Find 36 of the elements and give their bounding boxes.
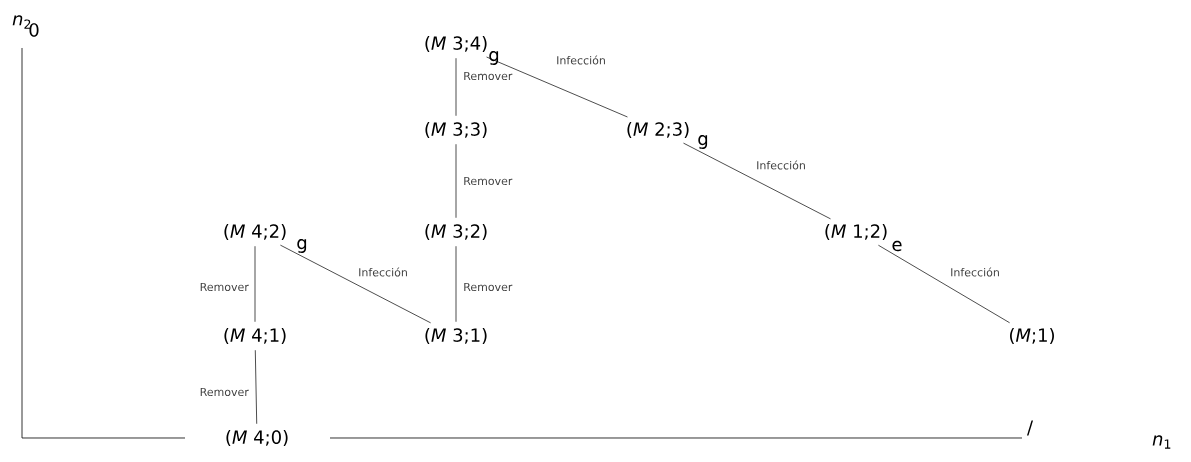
connector-line (254, 349, 258, 425)
state-label: (M 3;1) (425, 327, 487, 344)
edge-label: Infección (357, 266, 409, 278)
glyph-mark: g (489, 51, 499, 65)
state-label: (M 4;2) (224, 224, 286, 240)
state-label: (M;1) (1010, 327, 1054, 344)
state-label: (M 4;1) (224, 327, 286, 344)
connector-line (280, 244, 431, 324)
connector-line (683, 142, 831, 220)
edge-label: Remover (462, 70, 514, 82)
glyph-mark: g (297, 239, 307, 253)
state-label: (M 3;4) (425, 36, 487, 52)
axis-label: n$_{2}$ (12, 15, 31, 29)
state-label: (M 3;3) (425, 122, 487, 138)
connector-line (455, 143, 457, 219)
axis-label: n$_{1}$ (1152, 435, 1171, 449)
edge-label: Infección (555, 54, 607, 66)
glyph-mark: g (698, 135, 708, 149)
connector-line (486, 56, 628, 118)
axis-label: 0 (29, 23, 39, 37)
edge-label: Remover (462, 175, 514, 187)
state-label: (M 2;3) (627, 122, 689, 138)
edge-label: Remover (198, 386, 250, 398)
edge-label: Remover (462, 281, 514, 293)
state-label: (M 3;2) (425, 224, 487, 240)
edge-label: Remover (198, 281, 250, 293)
connector-line (455, 245, 457, 323)
axis-tick: / (1026, 420, 1034, 436)
glyph-mark: e (892, 240, 902, 252)
state-label: (M 1;2) (825, 224, 887, 240)
connector-line (254, 245, 256, 323)
edge-label: Infección (755, 159, 807, 171)
connector-line (455, 57, 457, 117)
connector-line (878, 244, 1010, 324)
state-label: (M 4;0) (226, 429, 288, 446)
edge-label: Infección (949, 266, 1001, 278)
